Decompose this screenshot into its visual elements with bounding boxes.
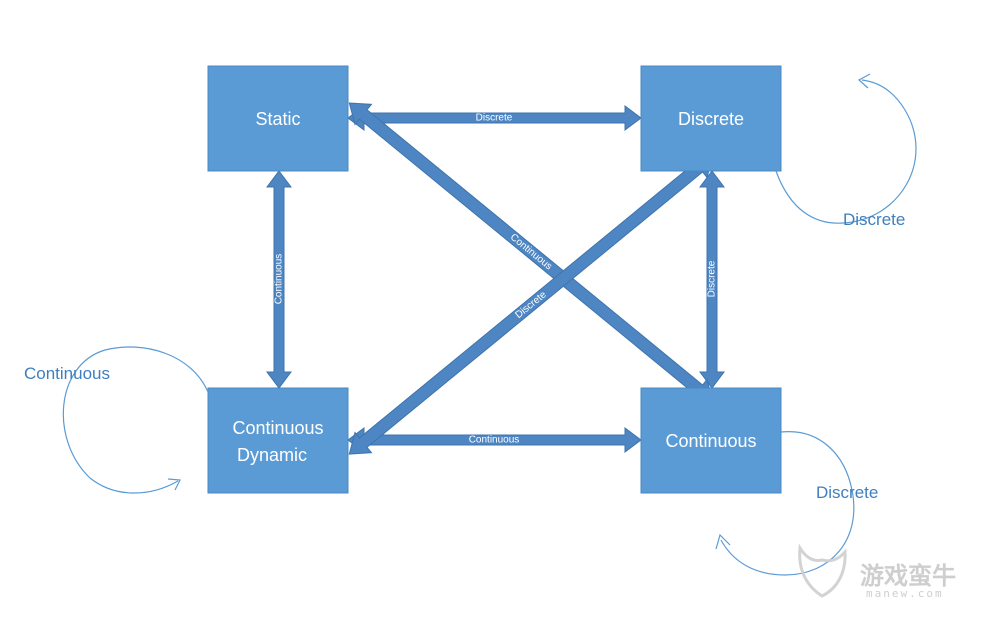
watermark: 游戏蛮牛 manew.com (798, 543, 956, 600)
self-loop-continuous-dynamic-label: Continuous (24, 364, 110, 383)
self-loop-discrete-curve (775, 79, 917, 224)
self-loop-continuous-dynamic-arrowhead (167, 478, 181, 491)
edge-label-continuous-dynamic-continuous: Continuous (469, 435, 520, 446)
edge-label-static-continuous-dynamic: Continuous (274, 254, 285, 305)
node-continuous-dynamic-box (207, 387, 349, 494)
self-loop-continuous-dynamic: Continuous (24, 346, 209, 494)
edge-static-continuous-dynamic: Continuous (266, 170, 292, 389)
node-static: Static (207, 65, 349, 172)
edge-label-diagonal-discrete-continuous-dynamic: Discrete (513, 289, 549, 321)
watermark-text: 游戏蛮牛 (860, 562, 956, 590)
edge-label-discrete-continuous: Discrete (707, 260, 718, 297)
self-loop-discrete: Discrete (775, 73, 917, 229)
node-continuous-dynamic-label-line1: Continuous (232, 418, 323, 438)
self-loop-continuous-arrowhead (715, 533, 731, 550)
self-loop-continuous-dynamic-curve (62, 346, 209, 494)
watermark-subtext: manew.com (866, 587, 944, 600)
self-loop-continuous: Discrete (715, 431, 878, 576)
node-continuous: Continuous (640, 387, 782, 494)
edge-static-discrete: Discrete (347, 105, 642, 131)
node-continuous-dynamic: Continuous Dynamic (207, 387, 349, 494)
edge-continuous-dynamic-continuous: Continuous (347, 427, 642, 453)
node-continuous-dynamic-label-line2: Dynamic (237, 445, 307, 465)
self-loop-continuous-curve (720, 431, 855, 576)
edge-label-diagonal-static-continuous: Continuous (508, 232, 554, 273)
edge-label-static-discrete: Discrete (476, 113, 513, 124)
node-discrete-label: Discrete (678, 109, 744, 129)
node-continuous-label: Continuous (665, 431, 756, 451)
watermark-logo-icon (798, 543, 847, 598)
self-loop-discrete-arrowhead (857, 73, 871, 89)
node-static-label: Static (255, 109, 300, 129)
node-discrete-box (640, 65, 782, 172)
self-loop-continuous-label: Discrete (816, 483, 878, 502)
node-discrete: Discrete (640, 65, 782, 172)
node-static-box (207, 65, 349, 172)
edge-discrete-continuous: Discrete (699, 170, 725, 389)
node-continuous-box (640, 387, 782, 494)
self-loop-discrete-label: Discrete (843, 210, 905, 229)
